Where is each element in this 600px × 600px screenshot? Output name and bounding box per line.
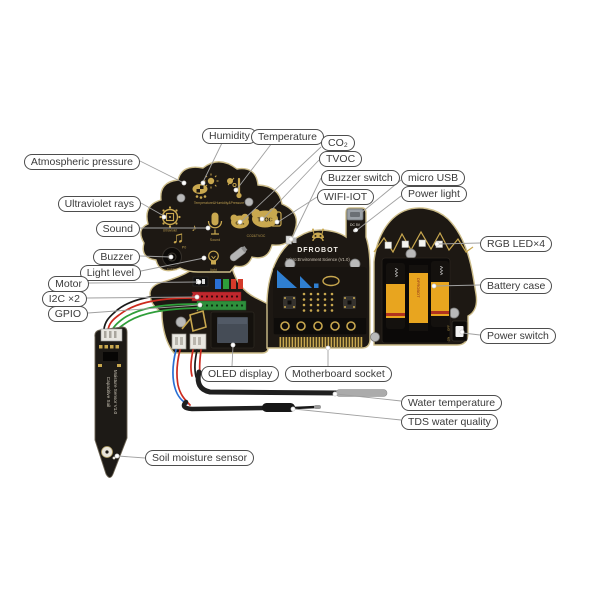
oled-display-module: [210, 311, 255, 349]
callout-light-level: Light level: [79, 265, 141, 281]
callout-humidity: Humidity: [202, 128, 257, 144]
callout-gpio: GPIO: [47, 306, 88, 322]
callout-i2c: I2C ×2: [41, 291, 87, 307]
screw: [244, 197, 254, 207]
battery-aaa: DFROBOT: [409, 265, 428, 331]
callout-soil-moisture-sensor: Soil moisture sensor: [145, 450, 255, 466]
callout-sound: Sound: [95, 221, 140, 237]
screw: [175, 316, 187, 328]
callout-battery-case: Battery case: [480, 278, 553, 294]
microbit-logo: [322, 275, 340, 287]
callout-water-temperature: Water temperature: [401, 395, 503, 411]
i2c-header: [191, 291, 242, 302]
off-caption: OFF: [447, 325, 451, 331]
callout-temperature: Temperature: [251, 129, 324, 145]
callout-buzzer: Buzzer: [93, 249, 140, 265]
uv-caption: Ultraviolet: [163, 229, 177, 233]
leader-lines: [86, 142, 481, 459]
thp-caption: Temperature&Humidity&Pressure: [194, 201, 244, 205]
battery-aaa: AAA: [386, 263, 405, 329]
dfrobot-logo-icon: [101, 446, 116, 460]
svg-text:TVOC: TVOC: [258, 218, 273, 224]
callout-motor: Motor: [48, 276, 89, 292]
jst-connectors: [171, 333, 207, 350]
leader-dots: [114, 180, 465, 459]
gpio-header: [196, 300, 247, 311]
callout-buzzer-switch: Buzzer switch: [321, 170, 400, 186]
buzzer-caption: buzzer: [167, 268, 178, 272]
screw: [405, 248, 417, 260]
button-a: [283, 296, 296, 309]
vibration-motor: [229, 245, 248, 262]
product-text: Micro:Environment Science (V1.0): [286, 257, 350, 262]
screw: [448, 307, 460, 319]
dfrobot-robot-logo: [312, 228, 324, 242]
brand-text: DFROBOT: [297, 247, 339, 254]
callout-micro-usb: micro USB: [401, 170, 466, 186]
battery-case-components: AAA DFROBOT AAA: [381, 257, 451, 344]
callout-power-switch: Power switch: [480, 328, 556, 344]
soil-sensor-name-line2: Moisture Sensor V1.0: [113, 370, 118, 415]
co2-tvoc-caption: CO2&TVOC: [247, 234, 266, 238]
screw: [176, 193, 186, 203]
callout-wifi-iot: WIFI-IOT: [317, 189, 375, 205]
microbit-board: [273, 267, 367, 335]
p0-caption: P0: [182, 246, 186, 250]
svg-text:AAA: AAA: [394, 268, 399, 278]
motherboard: DC 5V DFROBOT Micro:Environment Science …: [266, 207, 371, 349]
screw: [370, 332, 380, 342]
on-caption: ON: [447, 337, 451, 342]
humidity-icon: [192, 173, 219, 199]
motherboard-socket-pins: [279, 337, 363, 347]
sound-caption: Sound: [210, 238, 220, 242]
button-b: [343, 296, 356, 309]
mountain-ridge: [373, 230, 474, 254]
svg-text:AAA: AAA: [439, 266, 444, 276]
music-note-icon: ♪: [192, 223, 197, 234]
tds-probe: [181, 399, 321, 412]
battery-board: AAA DFROBOT AAA OFF ON: [370, 207, 478, 346]
callout-rgb-led: RGB LED×4: [480, 236, 553, 252]
dc5v-caption: DC 5V: [350, 223, 361, 227]
pin-caps: [215, 279, 243, 289]
callout-ultraviolet-rays: Ultraviolet rays: [57, 196, 141, 212]
micro-usb-connector: [346, 208, 364, 221]
callout-atmospheric-pressure: Atmospheric pressure: [23, 154, 140, 170]
cloud-sensor-board: Temperature&Humidity&Pressure Ultraviole…: [140, 161, 298, 273]
battery-aaa: AAA: [431, 261, 449, 327]
callout-tvoc: TVOC: [319, 151, 363, 167]
callout-power-light: Power light: [401, 186, 467, 202]
callout-motherboard-socket: Motherboard socket: [285, 366, 392, 382]
soil-moisture-sensor-board: Capacitive Soil Moisture Sensor V1.0: [94, 326, 128, 478]
music-notes-icon: ♫: [172, 228, 185, 247]
light-bulb-icon: [208, 250, 219, 265]
water-temperature-probe: [195, 369, 388, 397]
base-expansion-board: [149, 267, 269, 354]
svg-text:DFROBOT: DFROBOT: [416, 278, 421, 298]
callout-co2: CO₂: [321, 135, 355, 151]
callout-oled-display: OLED display: [201, 366, 280, 382]
sound-microphone-icon: [207, 212, 223, 235]
soil-sensor-name-line1: Capacitive Soil: [106, 377, 111, 407]
callout-tds-water-quality: TDS water quality: [401, 414, 498, 430]
light-caption: light: [210, 268, 217, 272]
led-matrix: [302, 292, 334, 312]
